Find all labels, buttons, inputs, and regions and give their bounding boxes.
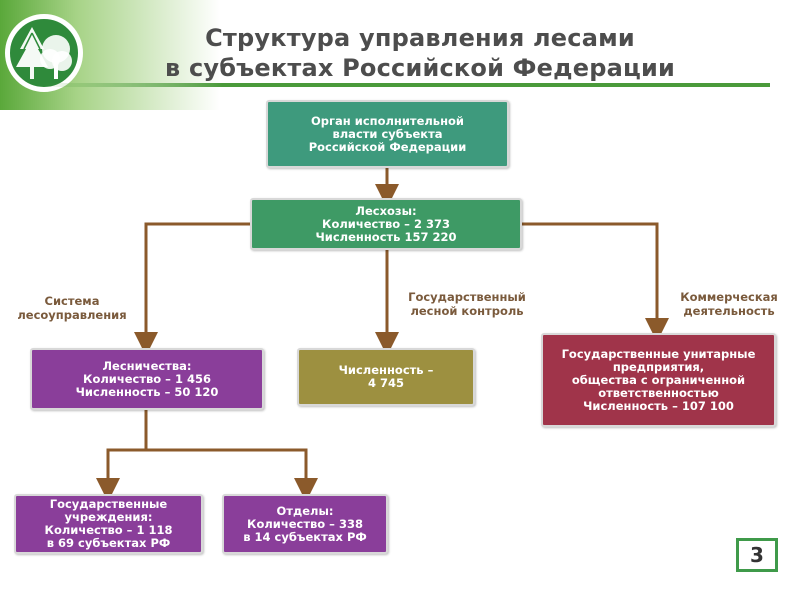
branch-label-state-control: Государственный лесной контроль [392, 290, 542, 318]
node-text-line: Количество – 1 118 [44, 523, 173, 537]
title-divider [40, 83, 770, 87]
node-text-line: Российской Федерации [308, 139, 467, 154]
label-line: Коммерческая [680, 290, 778, 304]
node-text-line: Количество – 338 [247, 516, 363, 531]
label-line: лесной контроль [410, 304, 524, 318]
node-text-line: Численность 157 220 [315, 229, 457, 244]
node-text-line: Орган исполнительной [311, 113, 464, 128]
arrow-leskhozy-lesnichestva [134, 222, 250, 356]
branch-label-management: Система лесоуправления [2, 294, 142, 322]
node-text-line: Численность – 50 120 [75, 384, 219, 399]
label-line: Государственный [408, 290, 526, 304]
node-leskhozy: Лесхозы: Количество – 2 373 Численность … [250, 198, 522, 250]
arrow-lesnichestva-institutions [96, 448, 146, 502]
node-text-line: учреждения: [64, 510, 153, 524]
node-text-line: Государственные [49, 497, 168, 511]
page-number: 3 [736, 538, 778, 572]
node-text-line: ответственностью [598, 385, 719, 400]
node-state-institutions: Государственные учреждения: Количество –… [14, 494, 203, 554]
node-text-line: Количество – 2 373 [322, 216, 450, 231]
node-commercial: Государственные унитарные предприятия, о… [541, 333, 776, 427]
page-title-line1: Структура управления лесами [205, 24, 635, 52]
node-text-line: в 14 субъектах РФ [243, 529, 367, 544]
label-line: деятельность [683, 304, 775, 318]
node-text-line: предприятия, [612, 359, 705, 374]
node-lesnichestva: Лесничества: Количество – 1 456 Численно… [30, 348, 264, 410]
node-executive-authority: Орган исполнительной власти субъекта Рос… [266, 100, 509, 168]
node-text-line: Отделы: [276, 503, 334, 518]
label-line: Система [44, 294, 100, 308]
node-departments: Отделы: Количество – 338 в 14 субъектах … [222, 494, 388, 554]
node-text-line: Численность – [338, 363, 434, 377]
node-text-line: Количество – 1 456 [83, 371, 211, 386]
page-title-line2: в субъектах Российской Федерации [165, 54, 675, 82]
label-line: лесоуправления [17, 308, 127, 322]
node-text-line: Численность – 107 100 [583, 398, 734, 413]
node-text-line: общества с ограниченной [571, 372, 746, 387]
node-text-line: Лесничества: [102, 358, 192, 373]
node-text-line: Лесхозы: [355, 203, 417, 218]
arrow-lesnichestva-departments [146, 448, 318, 502]
node-text-line: Государственные унитарные [561, 346, 756, 361]
arrow-leskhozy-commercial [522, 222, 669, 342]
node-text-line: власти субъекта [332, 126, 443, 141]
branch-label-commercial: Коммерческая деятельность [664, 290, 794, 318]
node-text-line: в 69 субъектах РФ [46, 536, 171, 550]
node-text-line: 4 745 [367, 376, 404, 390]
forest-tree-icon [5, 14, 83, 92]
node-forest-control: Численность – 4 745 [297, 348, 475, 406]
